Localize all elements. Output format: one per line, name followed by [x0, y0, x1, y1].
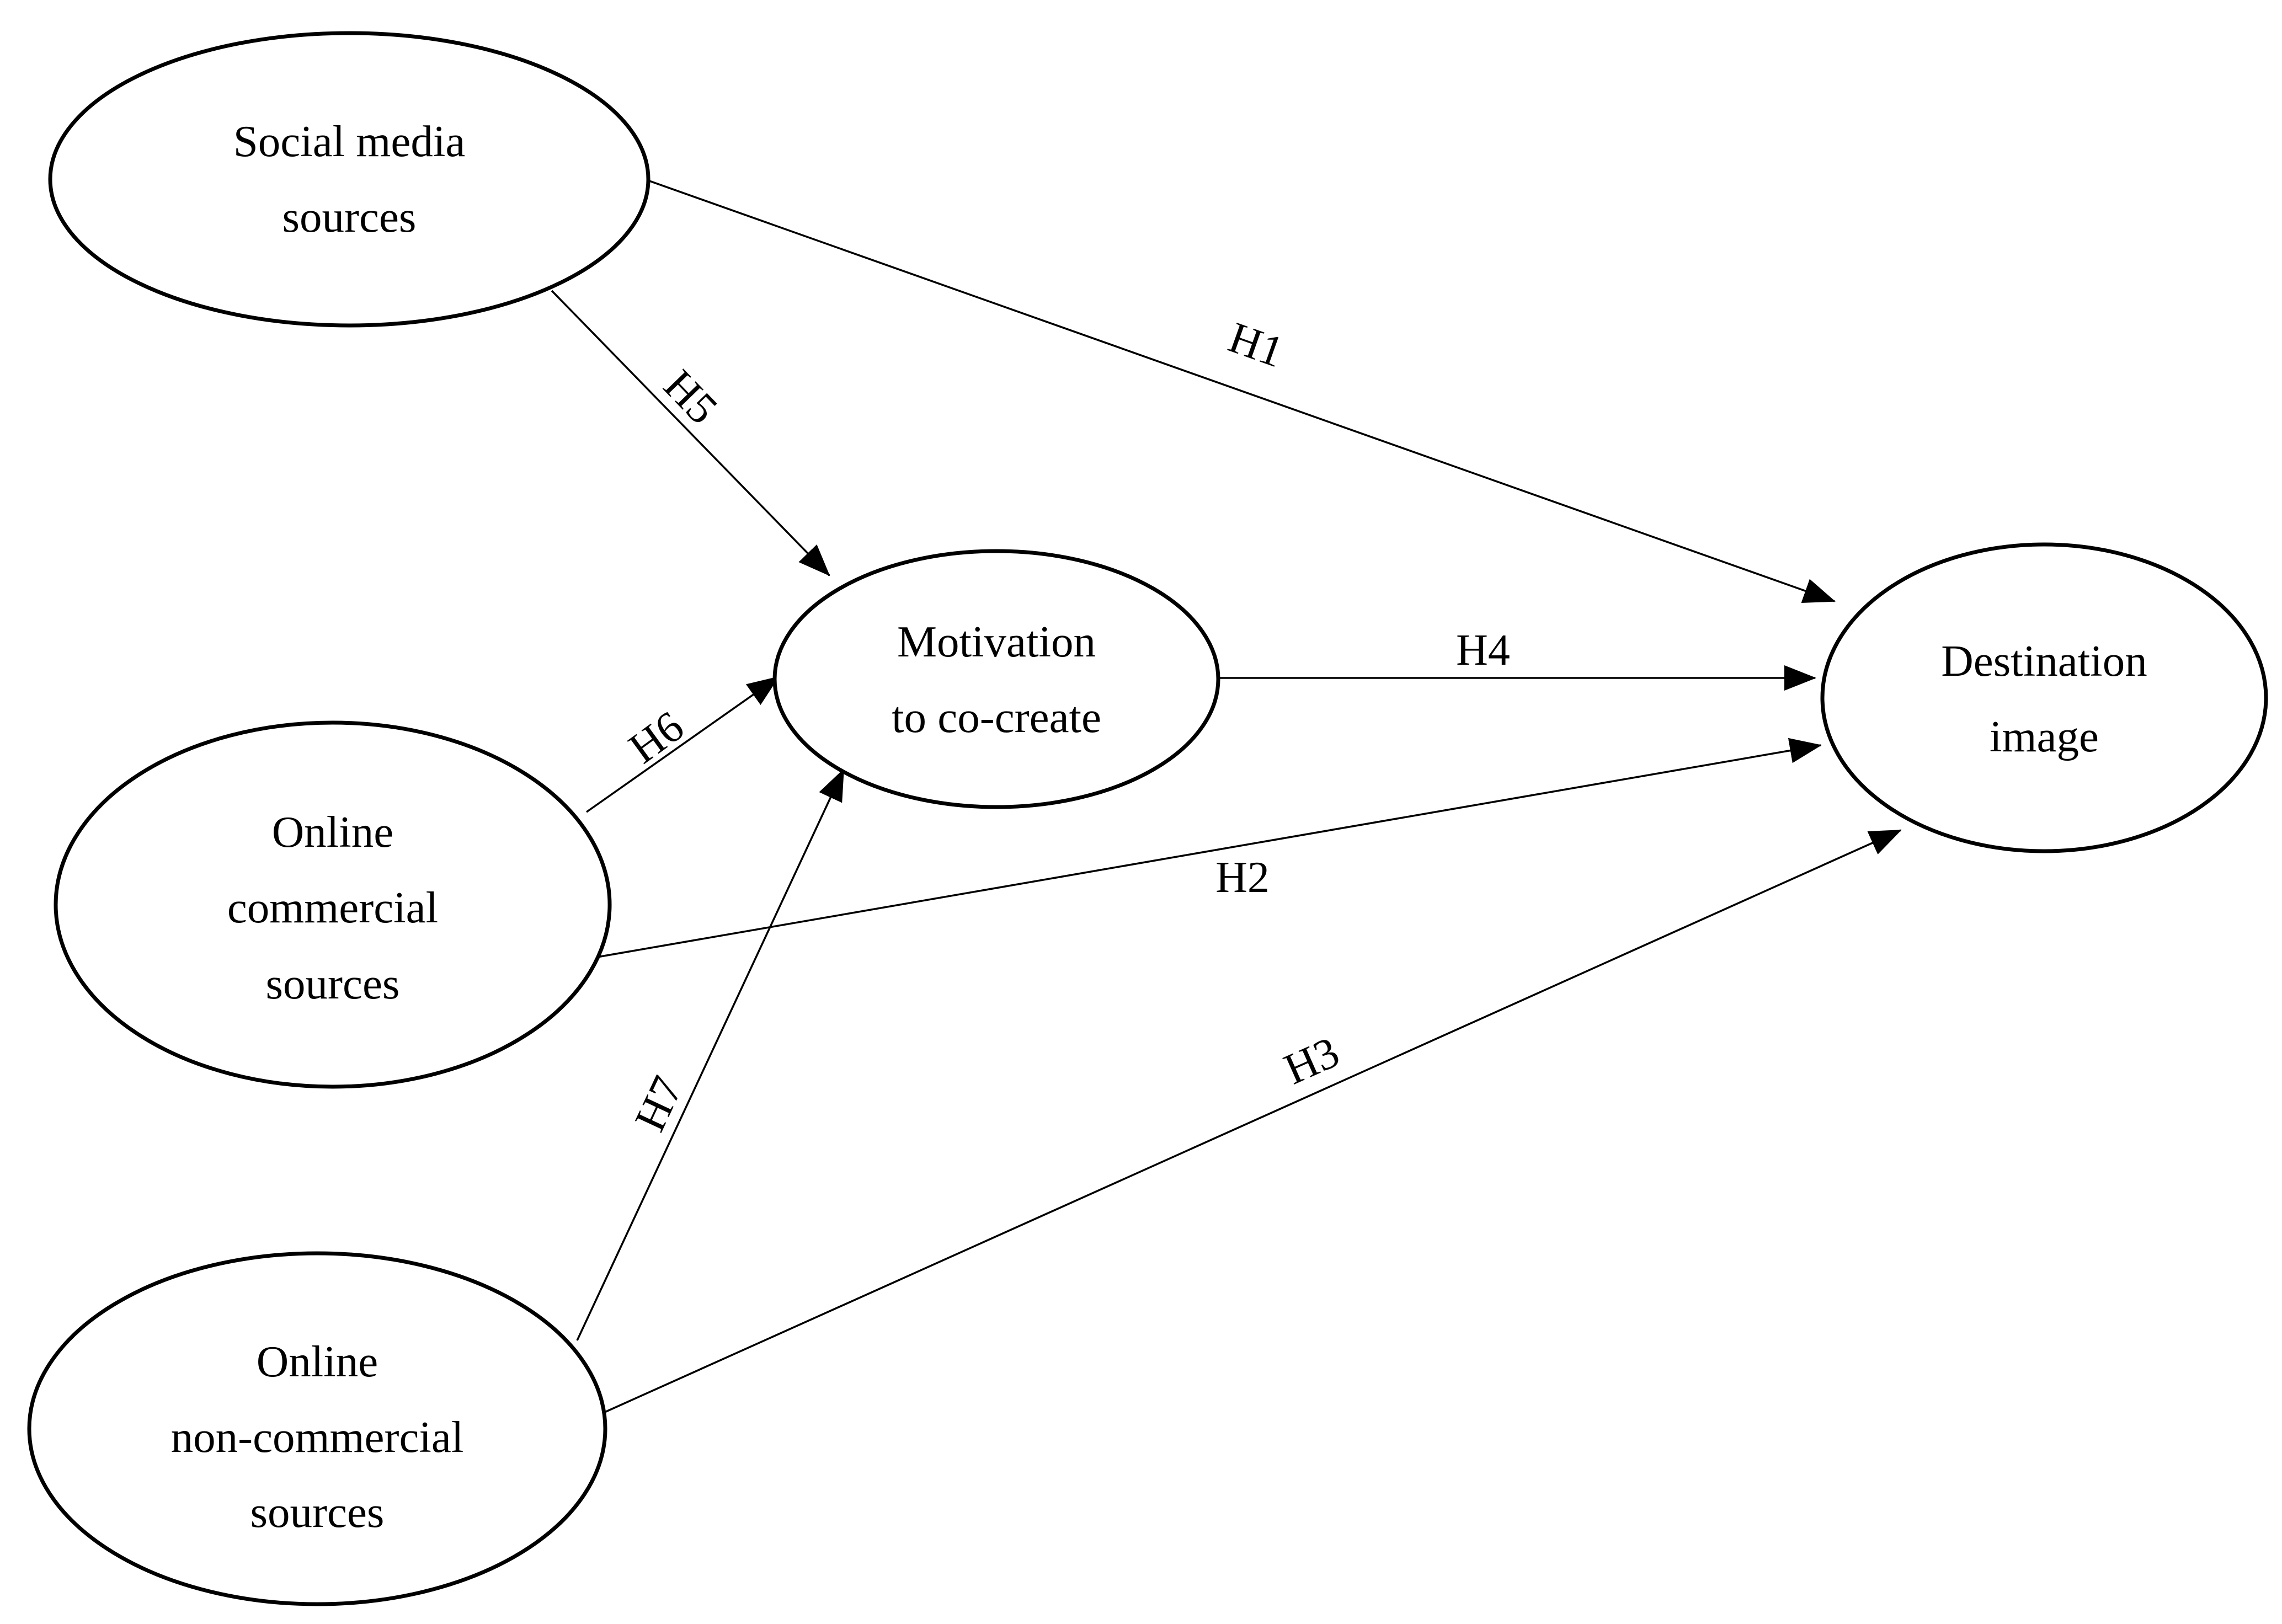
node-online-commercial-label-line-2: commercial: [227, 883, 438, 932]
node-online-non-commercial-label-line-2: non-commercial: [171, 1412, 464, 1462]
node-online-non-commercial-sources: Online non-commercial sources: [27, 1251, 607, 1606]
edge-h4: H4: [1218, 626, 1816, 691]
node-destination-image: Destination image: [1820, 542, 2268, 853]
edge-h7-label: H7: [626, 1069, 692, 1139]
node-social-media-ellipse: [48, 31, 651, 328]
edge-h6: H6: [585, 676, 780, 813]
node-motivation-ellipse: [772, 549, 1220, 809]
node-motivation-label-line-2: to co-create: [892, 692, 1101, 742]
node-destination-image-label-line-2: image: [1990, 712, 2099, 761]
edge-h6-label: H6: [620, 702, 692, 773]
edge-h1-line: [649, 180, 1836, 603]
node-social-media-sources: Social media sources: [48, 31, 651, 328]
edge-h1: H1: [649, 180, 1836, 603]
node-social-media-label-line-2: sources: [282, 192, 417, 242]
node-online-commercial-label-line-3: sources: [266, 959, 400, 1008]
node-destination-image-ellipse: [1820, 542, 2268, 853]
node-online-commercial-sources: Online commercial sources: [54, 720, 612, 1089]
edge-h2-line: [587, 738, 1822, 960]
node-online-non-commercial-label-line-1: Online: [257, 1337, 378, 1386]
edge-h2-label: H2: [1215, 853, 1270, 902]
node-motivation-to-co-create: Motivation to co-create: [772, 549, 1220, 809]
edge-h3-line: [604, 829, 1902, 1413]
edge-h4-label: H4: [1456, 626, 1510, 675]
node-online-non-commercial-label-line-3: sources: [250, 1487, 385, 1537]
edge-h7-line: [576, 768, 845, 1341]
node-online-commercial-label-line-1: Online: [272, 807, 393, 857]
node-online-non-commercial-ellipse: [27, 1251, 607, 1606]
edge-h2: H2: [587, 738, 1822, 960]
edge-h5-label: H5: [654, 361, 727, 433]
edge-h3: H3: [604, 829, 1902, 1413]
edge-h1-label: H1: [1223, 313, 1290, 377]
node-online-commercial-ellipse: [54, 720, 612, 1089]
edge-h6-line: [585, 676, 780, 813]
node-destination-image-label-line-1: Destination: [1941, 636, 2147, 686]
node-social-media-label-line-1: Social media: [233, 116, 466, 166]
edge-h7: H7: [576, 768, 845, 1341]
edge-h5-line: [551, 290, 830, 576]
edge-h5: H5: [551, 290, 830, 576]
node-motivation-label-line-1: Motivation: [897, 617, 1096, 666]
